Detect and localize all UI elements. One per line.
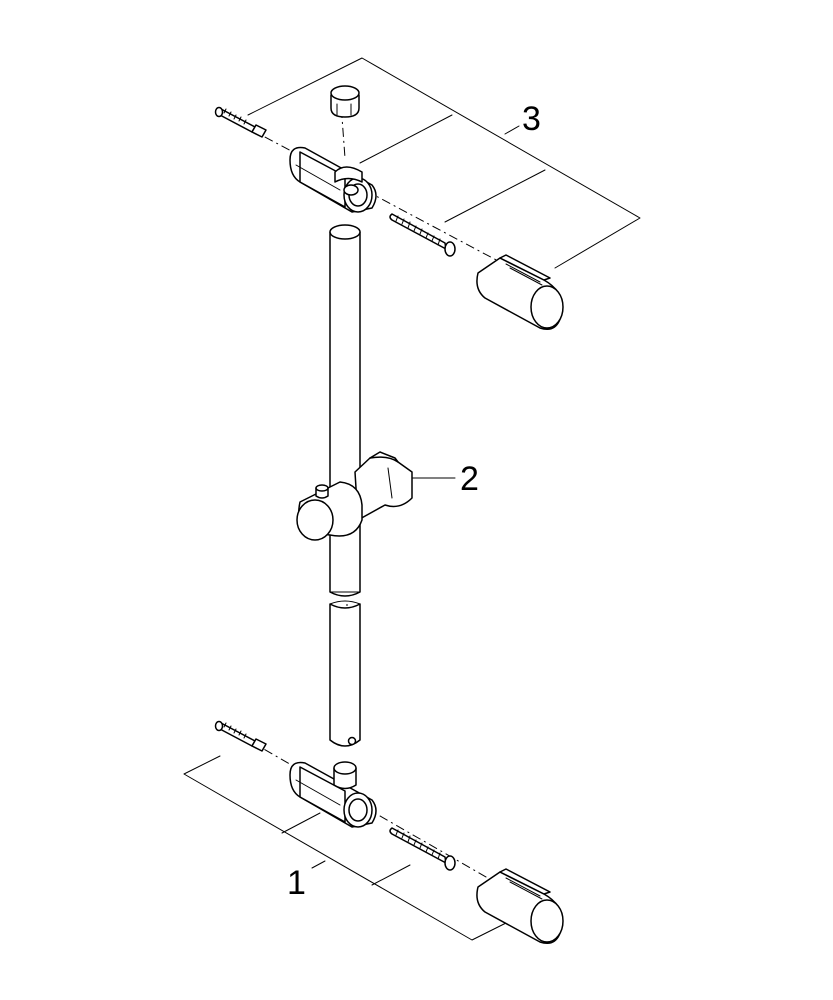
bottom-wall-anchor bbox=[214, 720, 267, 752]
callout-label-3: 3 bbox=[522, 100, 541, 138]
callout-label-2: 2 bbox=[460, 460, 479, 498]
lower-rail bbox=[329, 600, 361, 747]
bottom-wood-screw bbox=[389, 827, 456, 871]
callout-bracket-1 bbox=[183, 755, 509, 941]
callout-label-1: 1 bbox=[287, 864, 306, 902]
bottom-cover-cap bbox=[476, 868, 564, 944]
top-wall-bracket bbox=[289, 146, 377, 213]
top-wall-anchor bbox=[214, 106, 267, 138]
top-wood-screw bbox=[389, 213, 456, 257]
bottom-wall-bracket bbox=[289, 761, 377, 828]
top-cover-cap bbox=[476, 254, 564, 330]
callout-bracket-3 bbox=[247, 57, 641, 269]
top-end-cap bbox=[330, 85, 360, 118]
rail-slider bbox=[296, 451, 413, 541]
assembly-axes bbox=[247, 89, 501, 886]
upper-rail bbox=[329, 224, 361, 597]
